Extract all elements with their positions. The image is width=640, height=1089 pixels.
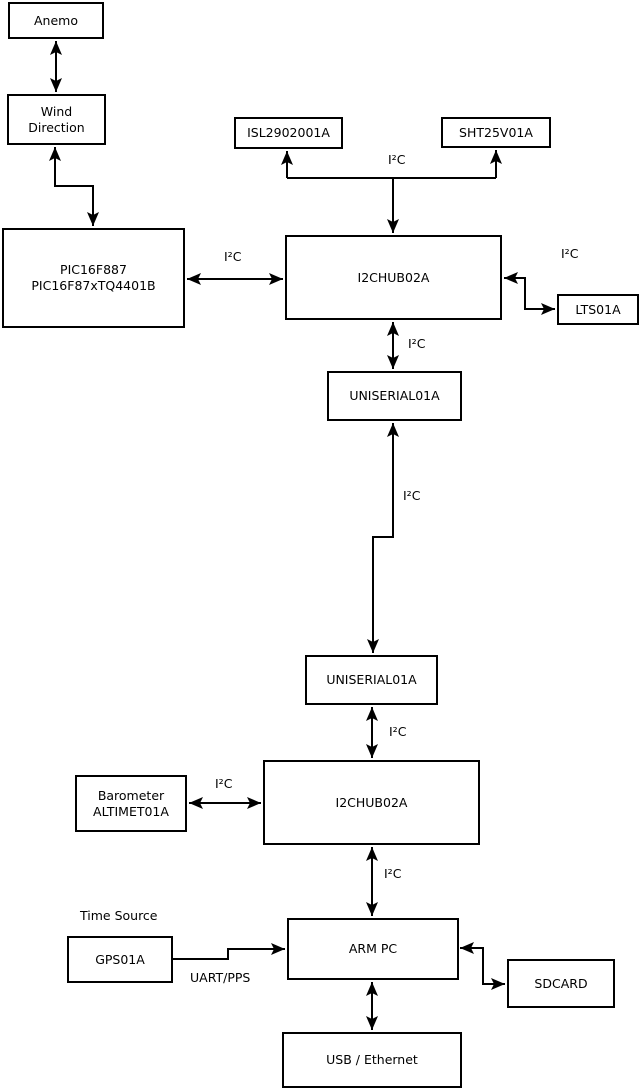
block-usb-ethernet: USB / Ethernet — [282, 1032, 462, 1088]
block-sht25v01a: SHT25V01A — [441, 117, 551, 148]
block-arm-pc: ARM PC — [287, 918, 459, 980]
block-uniserial01a-lower: UNISERIAL01A — [305, 655, 438, 705]
block-lts01a: LTS01A — [557, 294, 639, 325]
block-i2chub02a-lower: I2CHUB02A — [263, 760, 480, 845]
block-pic16f887: PIC16F887 PIC16F87xTQ4401B — [2, 228, 185, 328]
label-i2c-barometer-hub2: I²C — [215, 776, 233, 791]
edge-gps-armpc — [173, 943, 285, 960]
label-i2c-uniserial2-hub2: I²C — [389, 724, 407, 739]
label-i2c-hub1-lts: I²C — [561, 246, 579, 261]
label-i2c-top-bus: I²C — [388, 152, 406, 167]
block-gps01a: GPS01A — [67, 936, 173, 983]
label-i2c-uniserial1-uniserial2: I²C — [403, 488, 421, 503]
label-time-source: Time Source — [80, 908, 158, 923]
block-isl2902001a: ISL2902001A — [234, 117, 343, 149]
label-i2c-hub1-uniserial1: I²C — [408, 336, 426, 351]
edge-uniserial1-uniserial2 — [367, 423, 399, 653]
label-i2c-hub2-armpc: I²C — [384, 866, 402, 881]
label-uart-pps: UART/PPS — [190, 970, 251, 985]
block-sdcard: SDCARD — [507, 959, 615, 1008]
block-barometer: Barometer ALTIMET01A — [75, 775, 187, 832]
edge-wind-pic — [49, 147, 99, 226]
block-wind-direction: Wind Direction — [7, 94, 106, 145]
edge-armpc-sdcard — [460, 942, 505, 990]
label-i2c-pic-hub1: I²C — [224, 249, 242, 264]
block-anemo: Anemo — [8, 2, 104, 39]
edge-hub1-lts — [504, 272, 555, 315]
block-uniserial01a-upper: UNISERIAL01A — [327, 371, 462, 421]
block-i2chub02a-upper: I2CHUB02A — [285, 235, 502, 320]
